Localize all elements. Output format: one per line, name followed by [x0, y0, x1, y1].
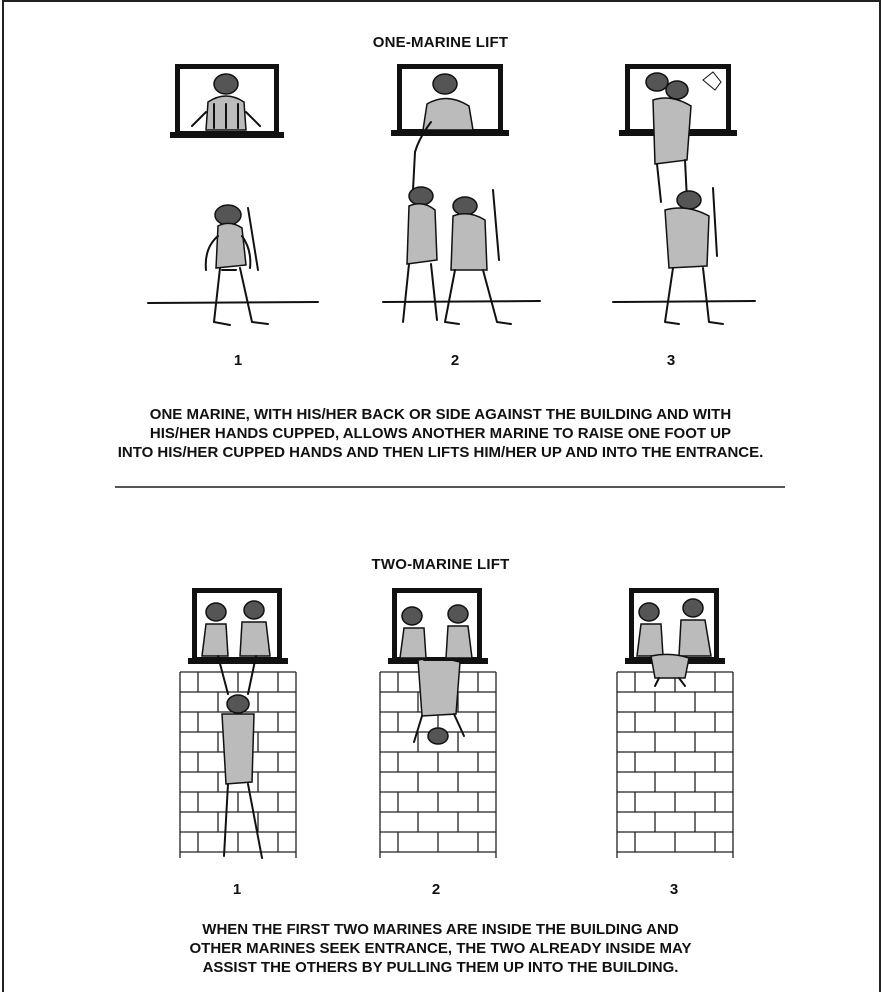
one-marine-lift-title: ONE-MARINE LIFT	[0, 34, 881, 51]
two-marine-lift-title: TWO-MARINE LIFT	[0, 556, 881, 573]
one-marine-lift-step-2-label: 2	[440, 352, 470, 369]
caption-line: ONE MARINE, WITH HIS/HER BACK OR SIDE AG…	[0, 405, 881, 424]
two-marine-lift-step-1-figure	[178, 586, 298, 868]
caption-line: HIS/HER HANDS CUPPED, ALLOWS ANOTHER MAR…	[0, 424, 881, 443]
section-divider	[115, 486, 785, 488]
one-marine-lift-step-3-label: 3	[656, 352, 686, 369]
caption-line: OTHER MARINES SEEK ENTRANCE, THE TWO ALR…	[0, 939, 881, 958]
one-marine-lift-step-2-figure	[375, 60, 550, 340]
one-marine-lift-step-1-label: 1	[223, 352, 253, 369]
two-marine-lift-step-2-figure	[378, 586, 498, 868]
two-marine-lift-step-2-label: 2	[421, 881, 451, 898]
two-marine-lift-step-1-label: 1	[222, 881, 252, 898]
one-marine-lift-step-1-figure	[140, 60, 330, 340]
caption-line: ASSIST THE OTHERS BY PULLING THEM UP INT…	[0, 958, 881, 977]
caption-line: WHEN THE FIRST TWO MARINES ARE INSIDE TH…	[0, 920, 881, 939]
two-marine-lift-caption: WHEN THE FIRST TWO MARINES ARE INSIDE TH…	[0, 920, 881, 977]
one-marine-lift-step-3-figure	[595, 60, 765, 340]
two-marine-lift-step-3-label: 3	[659, 881, 689, 898]
caption-line: INTO HIS/HER CUPPED HANDS AND THEN LIFTS…	[0, 443, 881, 462]
two-marine-lift-step-3-figure	[615, 586, 735, 868]
one-marine-lift-caption: ONE MARINE, WITH HIS/HER BACK OR SIDE AG…	[0, 405, 881, 462]
